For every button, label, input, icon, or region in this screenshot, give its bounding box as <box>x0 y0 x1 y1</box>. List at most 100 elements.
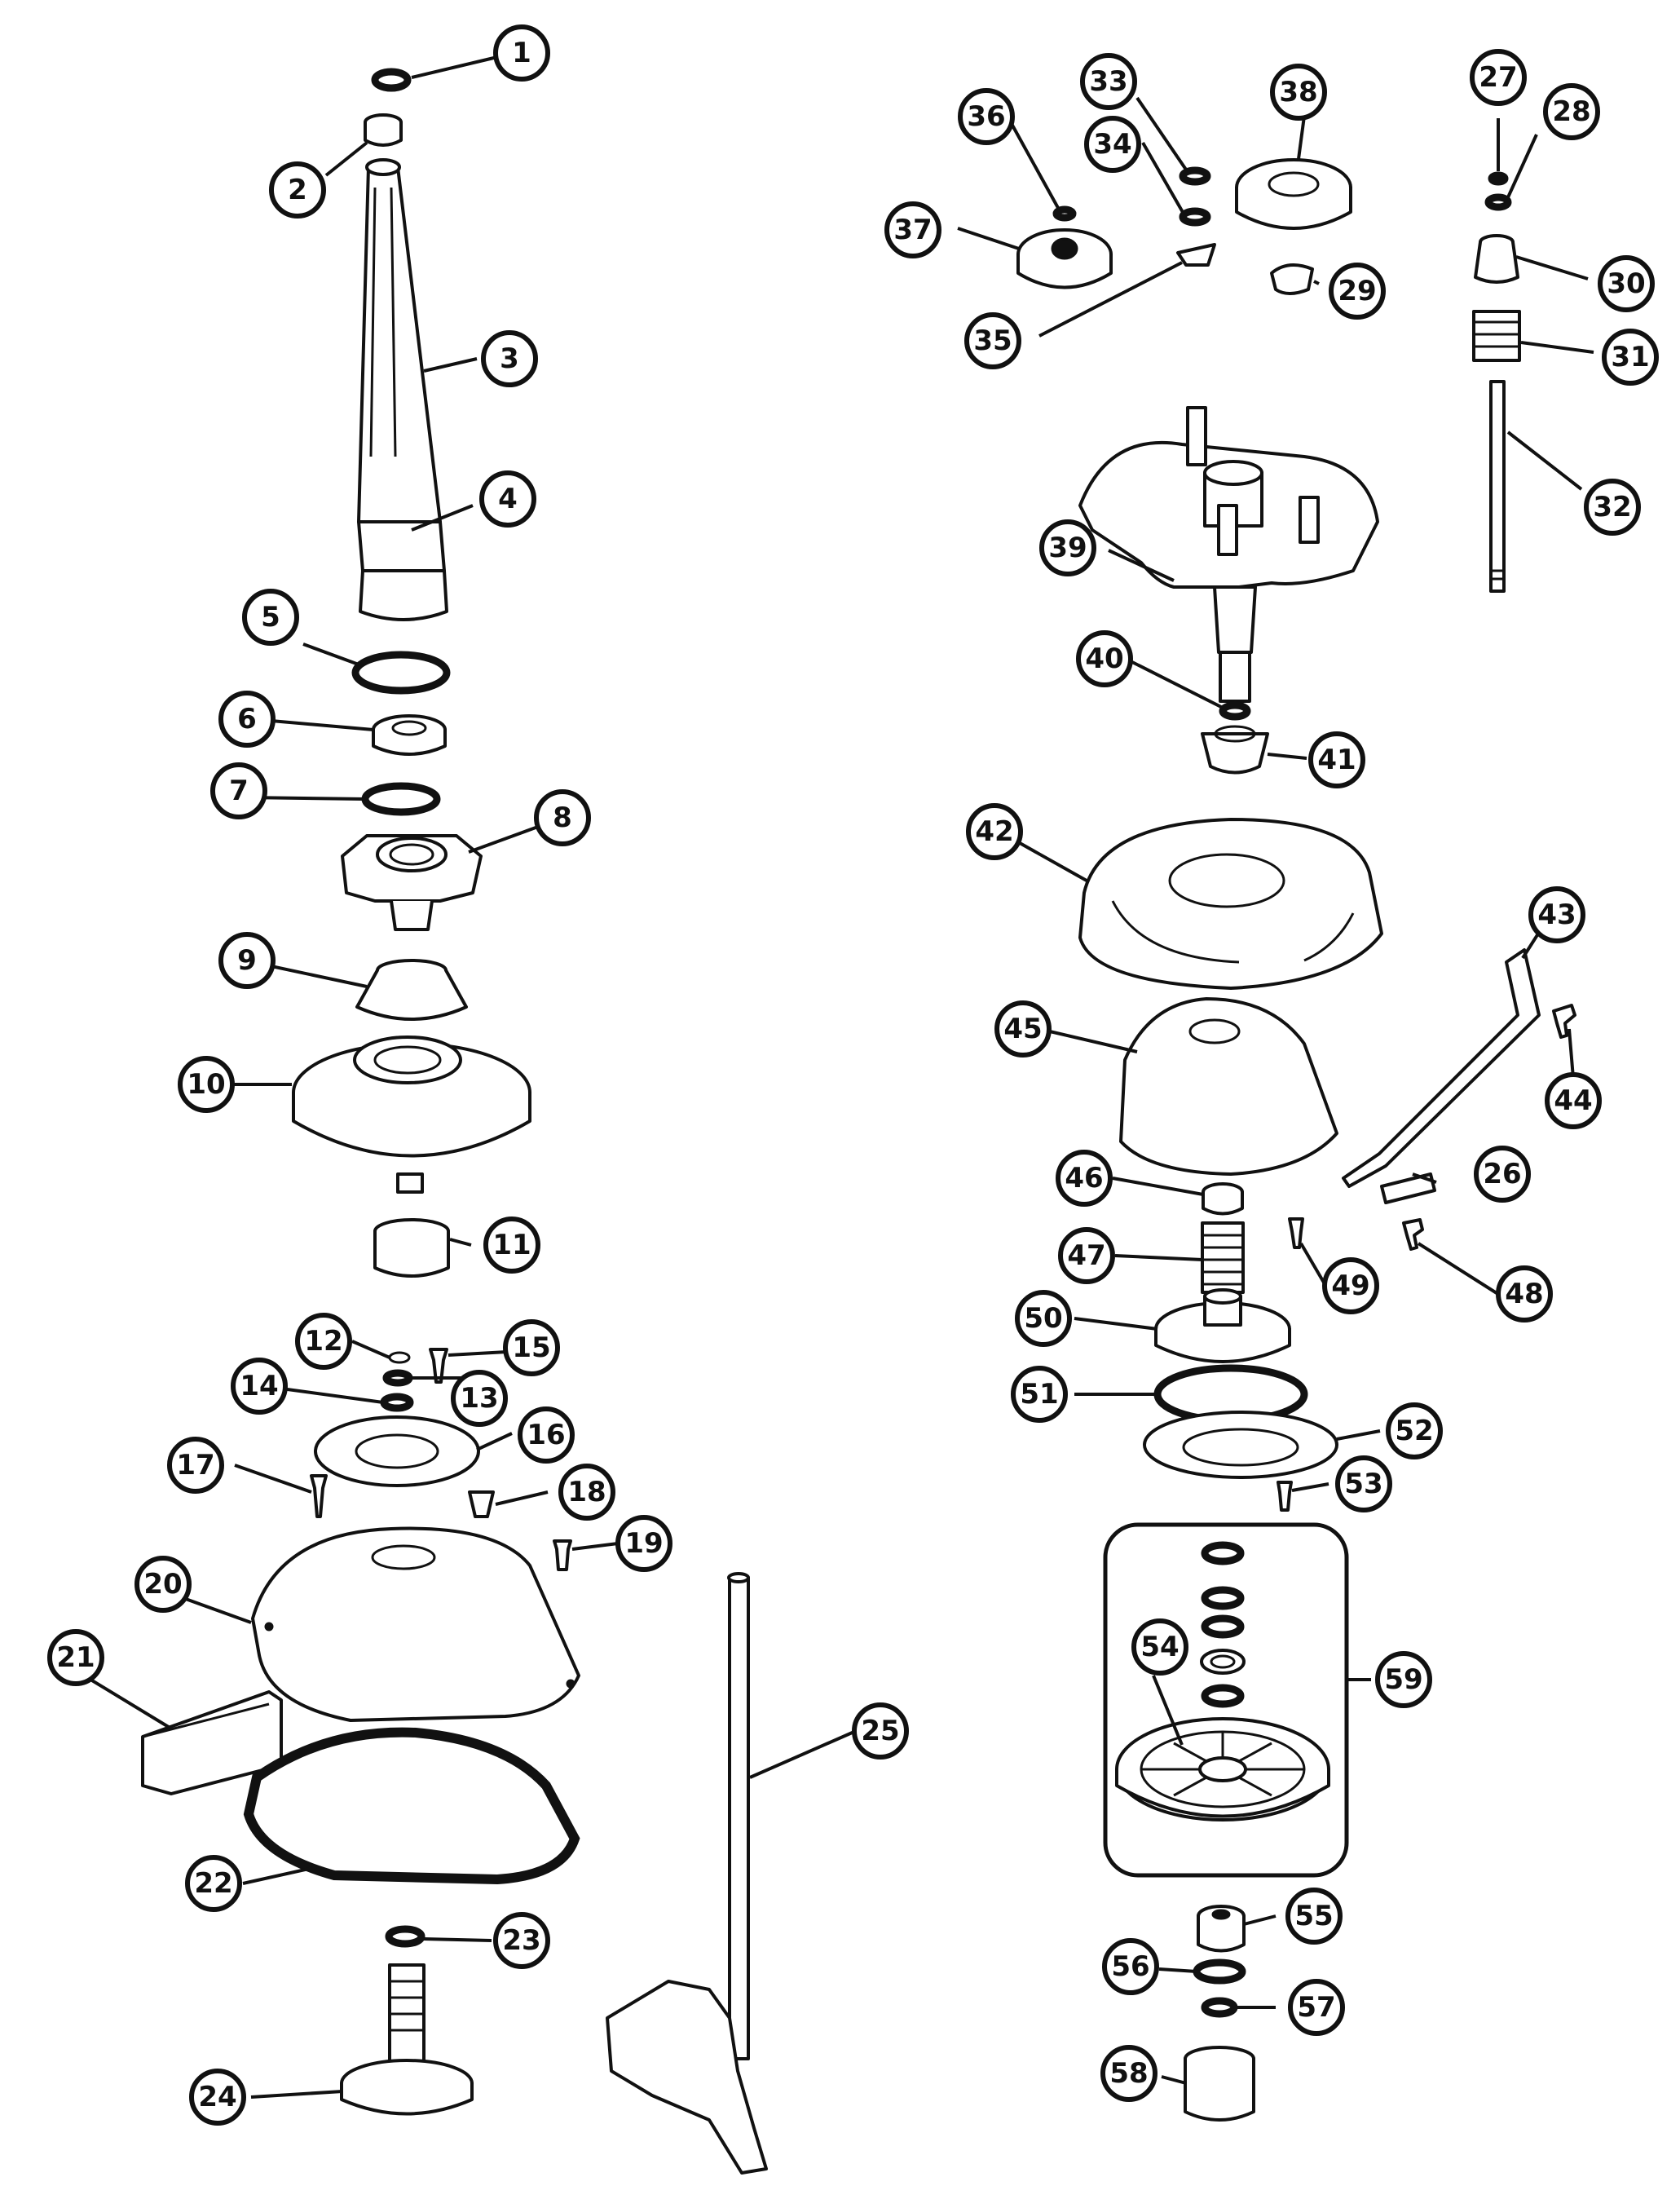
part-12-clip <box>388 1351 411 1364</box>
callout-29: 29 <box>1329 263 1386 320</box>
part-30-bushing <box>1474 234 1519 284</box>
svg-text:12: 12 <box>304 1325 342 1358</box>
part-25-shift-lever <box>606 1572 768 2175</box>
part-34-washer <box>1179 207 1211 227</box>
part-59-washer-d <box>1201 1684 1245 1708</box>
callout-11: 11 <box>483 1217 540 1274</box>
part-59-bearing <box>1200 1649 1246 1675</box>
callout-40: 40 <box>1076 630 1133 687</box>
svg-text:18: 18 <box>567 1476 606 1508</box>
callout-36: 36 <box>958 88 1015 145</box>
callout-37: 37 <box>884 201 941 258</box>
part-50-clutch <box>1154 1288 1291 1363</box>
callout-56: 56 <box>1102 1938 1159 1995</box>
part-44-screw <box>1552 1004 1576 1039</box>
svg-text:32: 32 <box>1593 491 1631 523</box>
part-7-o-ring <box>361 782 441 816</box>
part-39-gearcase <box>1078 406 1379 703</box>
part-19-screw <box>553 1539 572 1571</box>
part-59-washer-c <box>1201 1614 1245 1639</box>
callout-54: 54 <box>1131 1618 1188 1676</box>
svg-text:24: 24 <box>198 2081 236 2113</box>
callout-35: 35 <box>964 312 1021 369</box>
callout-21: 21 <box>47 1629 104 1686</box>
callout-17: 17 <box>167 1437 224 1494</box>
part-11-bushing <box>373 1218 450 1278</box>
part-1-seal <box>371 68 412 92</box>
part-23-o-ring <box>385 1925 426 1948</box>
callout-59: 59 <box>1375 1651 1432 1708</box>
part-6-nut <box>372 714 447 756</box>
callout-14: 14 <box>231 1358 288 1415</box>
callout-7: 7 <box>210 762 267 819</box>
svg-text:19: 19 <box>624 1527 663 1560</box>
callout-3: 3 <box>481 330 538 387</box>
svg-text:50: 50 <box>1024 1302 1062 1335</box>
svg-text:49: 49 <box>1331 1270 1369 1302</box>
svg-text:58: 58 <box>1109 2057 1148 2090</box>
svg-text:3: 3 <box>500 342 519 375</box>
part-49-screw <box>1288 1217 1304 1249</box>
callout-45: 45 <box>994 1000 1052 1058</box>
svg-text:53: 53 <box>1344 1468 1382 1500</box>
callout-5: 5 <box>242 589 299 646</box>
callout-23: 23 <box>493 1912 550 1969</box>
svg-text:34: 34 <box>1093 128 1131 161</box>
svg-text:20: 20 <box>143 1568 182 1601</box>
part-3-spin-tube <box>357 158 442 523</box>
part-33-washer <box>1179 166 1211 186</box>
callout-12: 12 <box>295 1313 352 1370</box>
part-14-washer <box>380 1393 414 1412</box>
svg-text:13: 13 <box>460 1382 498 1415</box>
part-36-washer <box>1052 205 1077 222</box>
part-29-clip <box>1270 263 1314 295</box>
svg-text:36: 36 <box>967 100 1005 133</box>
svg-text:46: 46 <box>1065 1162 1103 1194</box>
svg-text:11: 11 <box>492 1229 531 1261</box>
part-47-spring <box>1201 1221 1245 1294</box>
svg-text:10: 10 <box>187 1068 225 1101</box>
callout-55: 55 <box>1285 1888 1343 1945</box>
part-9-cone <box>355 959 468 1021</box>
callout-33: 33 <box>1080 53 1137 110</box>
callout-4: 4 <box>479 470 536 528</box>
svg-text:33: 33 <box>1089 65 1127 98</box>
svg-text:47: 47 <box>1067 1239 1105 1272</box>
part-56-washer <box>1193 1958 1246 1985</box>
part-45-cone <box>1119 997 1338 1176</box>
part-52-dish <box>1143 1411 1338 1479</box>
callout-10: 10 <box>178 1056 235 1113</box>
svg-text:59: 59 <box>1384 1663 1422 1696</box>
part-4-tube-base <box>357 520 448 621</box>
callout-30: 30 <box>1598 255 1655 312</box>
part-15-screw <box>429 1348 448 1384</box>
part-58-bushing <box>1184 2046 1255 2122</box>
part-10-bearing-plate <box>292 1035 531 1194</box>
svg-text:51: 51 <box>1020 1378 1058 1411</box>
callout-38: 38 <box>1270 64 1327 121</box>
part-59-washer-a <box>1201 1541 1245 1565</box>
callout-39: 39 <box>1039 519 1096 576</box>
callout-6: 6 <box>218 691 276 748</box>
callout-52: 52 <box>1386 1402 1443 1459</box>
svg-text:16: 16 <box>527 1419 565 1451</box>
callout-9: 9 <box>218 932 276 989</box>
callout-8: 8 <box>534 789 591 846</box>
svg-text:6: 6 <box>237 703 257 735</box>
part-20-cover <box>251 1526 580 1722</box>
part-59-washer-b <box>1201 1586 1245 1610</box>
svg-text:17: 17 <box>176 1449 214 1481</box>
callout-13: 13 <box>451 1370 508 1427</box>
leader-lines <box>82 55 1594 2099</box>
callout-25: 25 <box>852 1702 909 1760</box>
svg-text:40: 40 <box>1085 642 1123 675</box>
svg-text:39: 39 <box>1048 532 1087 564</box>
part-37-gear <box>1016 228 1113 289</box>
part-18-plug <box>468 1490 495 1518</box>
part-13-washer <box>382 1369 413 1387</box>
callout-53: 53 <box>1335 1455 1392 1512</box>
callout-51: 51 <box>1011 1366 1068 1423</box>
callout-19: 19 <box>615 1515 672 1572</box>
svg-text:28: 28 <box>1552 95 1590 128</box>
